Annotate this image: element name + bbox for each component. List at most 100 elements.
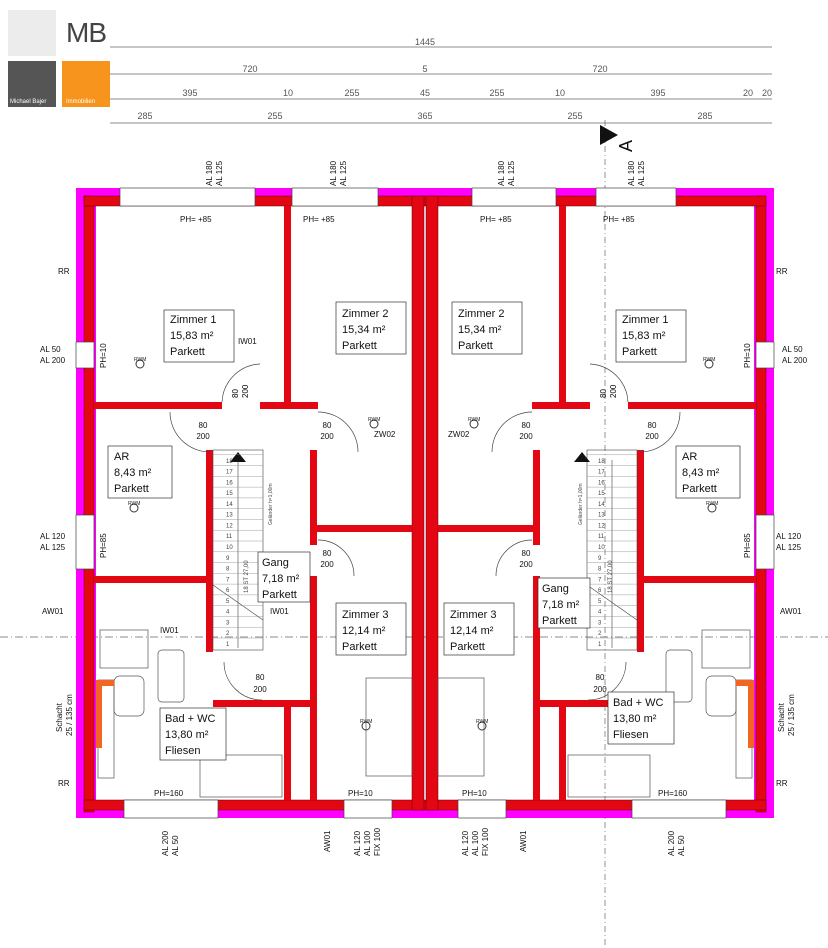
- room-ar-right: AR 8,43 m² Parkett: [675, 445, 741, 499]
- svg-text:Parkett: Parkett: [342, 340, 377, 352]
- stair-step-left: 8: [226, 567, 230, 573]
- stair-step-left: 17: [226, 470, 233, 476]
- door-80-v-r: 80: [599, 389, 608, 398]
- stair-step-left: 4: [226, 610, 230, 616]
- stair-step-right: 1: [598, 642, 602, 648]
- svg-text:8,43 m²: 8,43 m²: [682, 467, 720, 479]
- dim-r3-0: 395: [182, 88, 197, 98]
- stair-note-right: 18 ST 27,00: [608, 560, 614, 593]
- bottom-labels: AL 200 AL 50 AW01 AL 120 AL 100 FIX 100 …: [161, 827, 686, 856]
- svg-text:RWM: RWM: [476, 719, 488, 725]
- b-aw01-l: AW01: [323, 830, 332, 852]
- side-labels: RR RR RR RR AL 50 AL 200 AL 50 AL 200 PH…: [40, 267, 808, 798]
- svg-text:80: 80: [323, 421, 332, 430]
- dim-r3-3: 45: [420, 88, 430, 98]
- railing-note-left: Geländer h=1,00m: [268, 483, 274, 525]
- logo-letters: MB: [66, 17, 107, 48]
- rr-bl: RR: [58, 779, 70, 788]
- stair-step-left: 18: [226, 459, 233, 465]
- b-al100-l: AL 100: [363, 830, 372, 856]
- svg-text:80: 80: [648, 421, 657, 430]
- svg-text:200: 200: [645, 432, 659, 441]
- svg-text:Bad + WC: Bad + WC: [613, 697, 663, 709]
- logo-tile-light: [8, 10, 56, 56]
- svg-text:200: 200: [196, 432, 210, 441]
- svg-text:13,80 m²: 13,80 m²: [165, 729, 209, 741]
- al50-r: AL 50: [782, 345, 803, 354]
- zw02-r: ZW02: [448, 430, 470, 439]
- door-200-v-r: 200: [609, 384, 618, 398]
- stair-step-right: 17: [598, 470, 605, 476]
- al200-l: AL 200: [40, 356, 66, 365]
- svg-text:Zimmer 2: Zimmer 2: [458, 308, 504, 320]
- svg-text:RWM: RWM: [706, 501, 718, 507]
- win1-w: AL 180: [205, 160, 214, 186]
- dim-r3-4: 255: [489, 88, 504, 98]
- svg-text:Parkett: Parkett: [262, 589, 297, 601]
- svg-text:80: 80: [199, 421, 208, 430]
- dim-r3-5: 10: [555, 88, 565, 98]
- svg-text:Fliesen: Fliesen: [165, 745, 200, 757]
- win4-w: AL 180: [627, 160, 636, 186]
- svg-text:15,83 m²: 15,83 m²: [622, 330, 666, 342]
- svg-text:Gang: Gang: [262, 557, 289, 569]
- svg-text:Parkett: Parkett: [682, 483, 717, 495]
- win3-h: AL 125: [507, 160, 516, 186]
- stair-step-left: 2: [226, 631, 230, 637]
- door-80-v-l: 80: [231, 389, 240, 398]
- dim-r3-1: 10: [283, 88, 293, 98]
- stair-step-left: 3: [226, 620, 230, 626]
- rr-tl: RR: [58, 267, 70, 276]
- svg-text:80: 80: [522, 421, 531, 430]
- dim-r4-2: 365: [417, 111, 432, 121]
- stair-step-right: 6: [598, 588, 602, 594]
- svg-text:Zimmer 1: Zimmer 1: [170, 314, 216, 326]
- svg-text:Gang: Gang: [542, 583, 569, 595]
- schacht-l: Schacht: [55, 702, 64, 732]
- al120-r: AL 120: [776, 532, 802, 541]
- svg-text:15,34 m²: 15,34 m²: [342, 324, 386, 336]
- stair-step-left: 7: [226, 577, 230, 583]
- stair-step-right: 7: [598, 577, 602, 583]
- svg-text:12,14 m²: 12,14 m²: [342, 625, 386, 637]
- dimension-lines: [0, 46, 828, 945]
- al50-l: AL 50: [40, 345, 61, 354]
- svg-text:Parkett: Parkett: [622, 346, 657, 358]
- iw01-c: IW01: [160, 626, 179, 635]
- svg-text:15,83 m²: 15,83 m²: [170, 330, 214, 342]
- svg-text:15,34 m²: 15,34 m²: [458, 324, 502, 336]
- svg-text:Bad + WC: Bad + WC: [165, 713, 215, 725]
- b-aw01-r: AW01: [519, 830, 528, 852]
- aw01-r: AW01: [780, 607, 802, 616]
- stair-step-right: 11: [598, 534, 605, 540]
- svg-text:7,18 m²: 7,18 m²: [262, 573, 300, 585]
- al200-r: AL 200: [782, 356, 808, 365]
- svg-text:RWM: RWM: [360, 719, 372, 725]
- stair-step-right: 9: [598, 556, 602, 562]
- svg-text:80: 80: [596, 673, 605, 682]
- svg-text:AR: AR: [682, 451, 697, 463]
- stair-step-left: 15: [226, 491, 233, 497]
- logo-sub: Immobilien: [66, 99, 96, 105]
- svg-text:Parkett: Parkett: [170, 346, 205, 358]
- svg-text:8,43 m²: 8,43 m²: [114, 467, 152, 479]
- svg-text:RWM: RWM: [128, 501, 140, 507]
- svg-text:RWM: RWM: [368, 417, 380, 423]
- ph10-bl: PH=10: [348, 789, 373, 798]
- stair-step-right: 15: [598, 491, 605, 497]
- dim-r3-7: 20: [743, 88, 753, 98]
- svg-text:RWM: RWM: [134, 357, 146, 363]
- b-al120-l: AL 120: [353, 830, 362, 856]
- win3-w: AL 180: [497, 160, 506, 186]
- svg-text:200: 200: [253, 685, 267, 694]
- svg-text:Parkett: Parkett: [114, 483, 149, 495]
- shaft-left-side: [96, 680, 102, 748]
- stair-step-right: 3: [598, 620, 602, 626]
- stair-step-right: 2: [598, 631, 602, 637]
- door-200-v-l: 200: [241, 384, 250, 398]
